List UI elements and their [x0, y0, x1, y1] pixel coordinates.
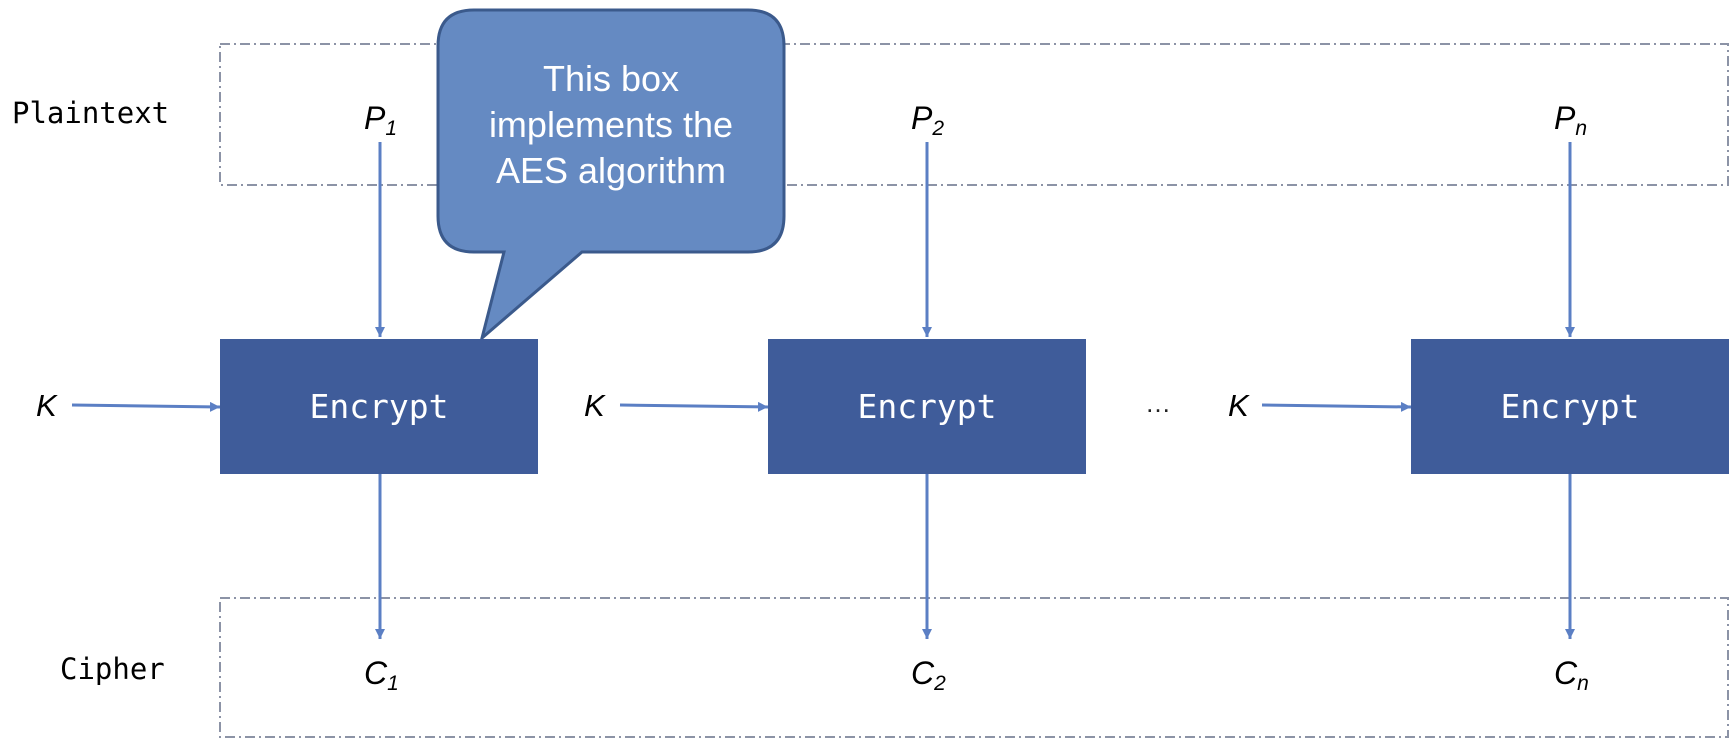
- key-label-n: K: [1228, 388, 1249, 423]
- plaintext-block-n: Pn: [1554, 100, 1588, 140]
- plaintext-row-label: Plaintext: [12, 96, 170, 130]
- plaintext-block-1: P1: [364, 100, 398, 140]
- cipher-frame: [219, 597, 1729, 738]
- plaintext-frame: [219, 43, 1729, 186]
- plaintext-block-2: P2: [911, 100, 945, 140]
- callout-bubble: [436, 8, 786, 343]
- encrypt-box-2: Encrypt: [768, 339, 1086, 474]
- key-label-2: K: [584, 388, 605, 423]
- cipher-block-2: C2: [911, 655, 946, 695]
- key-label-1: K: [36, 388, 57, 423]
- arrow-key-2: [619, 401, 769, 412]
- encrypt-box-1: Encrypt: [220, 339, 538, 474]
- arrow-key-1: [71, 401, 221, 412]
- callout-line-1: This box: [542, 58, 680, 99]
- cipher-block-1: C1: [364, 655, 399, 695]
- ellipsis: …: [1145, 388, 1171, 418]
- cipher-row-label: Cipher: [60, 652, 165, 686]
- arrow-key-n: [1261, 401, 1412, 412]
- encrypt-box-n: Encrypt: [1411, 339, 1729, 474]
- callout-line-3: AES algorithm: [495, 150, 727, 191]
- cipher-block-n: Cn: [1554, 655, 1589, 695]
- callout-line-2: implements the: [488, 104, 734, 145]
- callout-text: This box implements the AES algorithm: [440, 56, 782, 194]
